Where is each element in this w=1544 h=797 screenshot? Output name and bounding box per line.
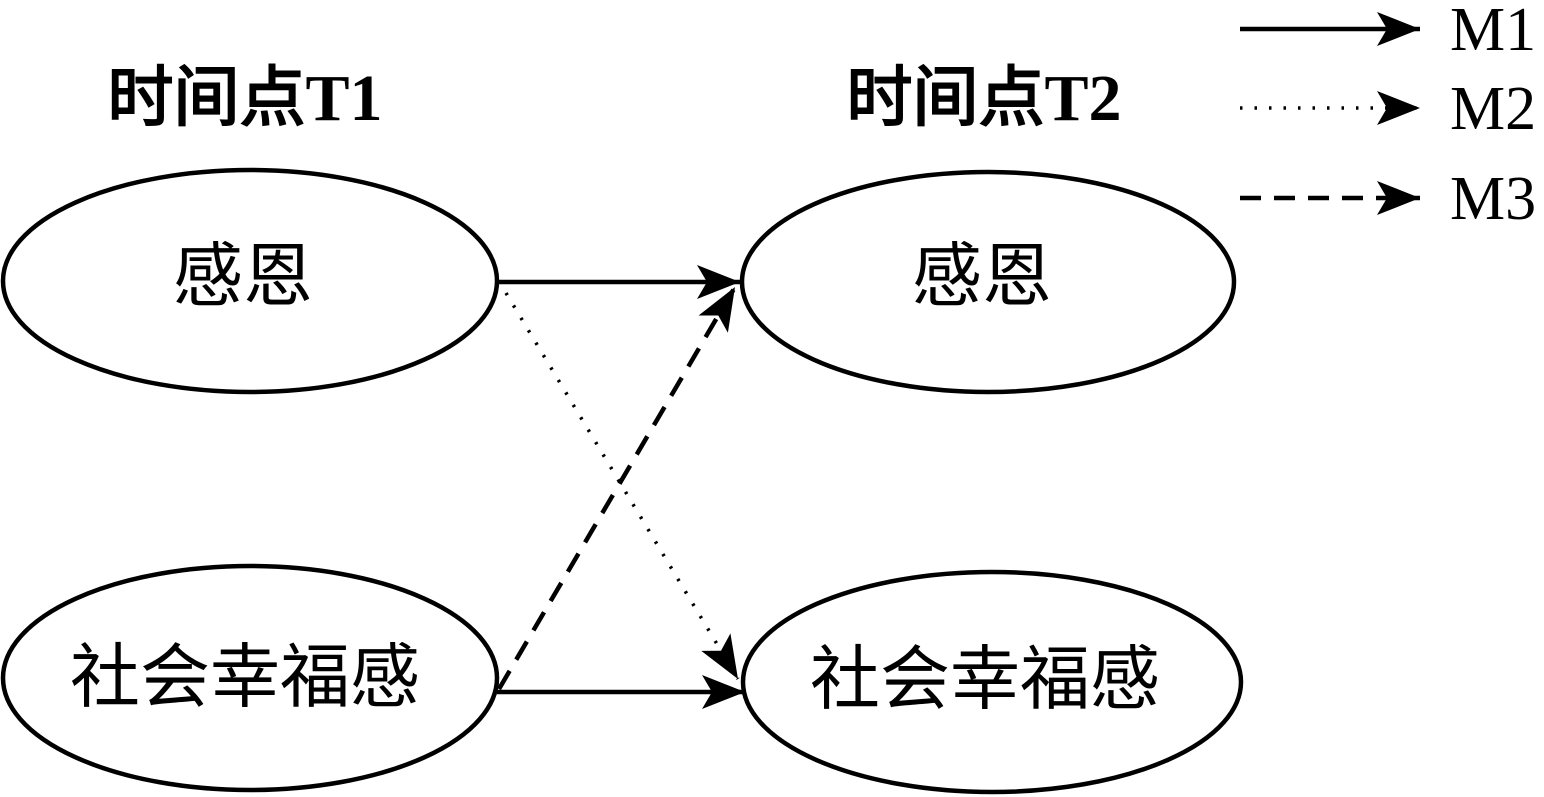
legend-label-m3: M3	[1450, 165, 1536, 233]
node-label-t2-gratitude: 感恩	[912, 239, 1052, 316]
node-label-t2-social-wellbeing: 社会幸福感	[810, 642, 1160, 719]
legend: M1 M2 M3	[1240, 0, 1536, 233]
node-label-t1-gratitude: 感恩	[173, 239, 313, 316]
time-point-t2-title: 时间点T2	[846, 62, 1121, 135]
node-t1-gratitude	[0, 167, 500, 395]
node-t2-gratitude	[739, 169, 1237, 395]
legend-label-m1: M1	[1450, 0, 1536, 64]
edge-m3-social-wellbeing-to-gratitude-arrow	[497, 285, 737, 691]
node-label-t1-social-wellbeing: 社会幸福感	[70, 640, 420, 717]
time-point-t1-title: 时间点T1	[107, 62, 382, 135]
node-t1-social-wellbeing	[0, 563, 500, 793]
legend-label-m2: M2	[1450, 75, 1536, 143]
